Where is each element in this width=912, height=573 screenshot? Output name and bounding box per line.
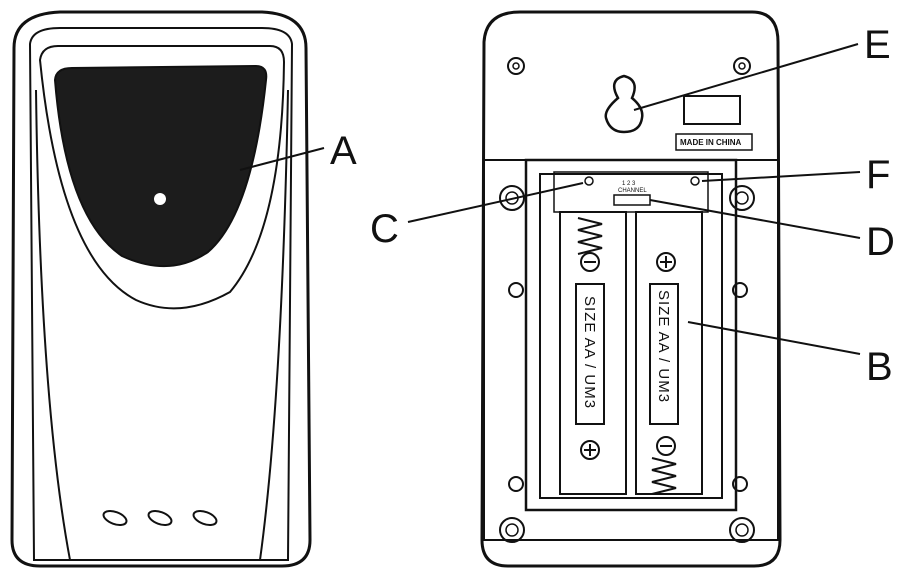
front-view (10, 10, 312, 568)
callout-line-e (633, 43, 859, 111)
front-right-curve (259, 89, 289, 561)
side-screw (732, 476, 748, 492)
mounting-screw (733, 57, 751, 75)
front-vent-slot (192, 510, 218, 526)
battery-spring-top (577, 217, 603, 255)
corner-screw-center (735, 191, 749, 205)
corner-screw (499, 185, 525, 211)
front-left-curve (35, 89, 71, 561)
led-indicator (154, 193, 166, 205)
callout-label-f: F (866, 153, 890, 197)
side-screw (508, 476, 524, 492)
battery-compartment-outer (524, 158, 738, 512)
keyhole-hanger (604, 74, 644, 134)
callout-line-b (687, 321, 861, 355)
corner-screw (729, 185, 755, 211)
polarity-minus-top (580, 252, 600, 272)
callout-label-b: B (866, 345, 893, 389)
battery-compartment-inner (539, 173, 723, 499)
callout-line-a (239, 147, 325, 171)
battery-label-box (575, 283, 605, 425)
callout-label-c: C (370, 207, 399, 251)
front-inner-panel (28, 27, 294, 561)
callout-label-d: D (866, 220, 895, 264)
made-in-box (675, 133, 753, 151)
mounting-screw-center (738, 62, 746, 70)
reset-button (584, 176, 594, 186)
channel-numbers: 1 2 3 (622, 181, 636, 187)
front-window-bezel (38, 45, 286, 310)
callout-line-f (701, 171, 861, 182)
polarity-minus-bottom (656, 436, 676, 456)
corner-screw-center (735, 523, 749, 537)
battery-spring-bottom (651, 457, 677, 495)
tx-indicator (690, 176, 700, 186)
mounting-screw (507, 57, 525, 75)
back-view (480, 10, 782, 568)
callout-line-d (649, 199, 861, 239)
front-vent-slot (147, 510, 173, 526)
corner-screw (729, 517, 755, 543)
mounting-screw-center (512, 62, 520, 70)
battery-label-box (649, 283, 679, 425)
channel-label: CHANNEL (618, 188, 647, 194)
callout-line-c (407, 182, 584, 223)
label-plate (683, 95, 741, 125)
callout-label-a: A (330, 129, 357, 173)
side-screw (732, 282, 748, 298)
sensor-window (53, 64, 268, 267)
channel-band (553, 171, 709, 213)
battery-bay (559, 211, 627, 495)
polarity-plus-top (656, 252, 676, 272)
side-screw (508, 282, 524, 298)
polarity-plus-bottom (580, 440, 600, 460)
battery-slot-label: SIZE AA / UM3 (581, 296, 598, 409)
made-in-label: MADE IN CHINA (680, 138, 742, 147)
corner-screw (499, 517, 525, 543)
battery-slot-label: SIZE AA / UM3 (655, 290, 672, 403)
callout-label-e: E (864, 23, 891, 67)
corner-screw-center (505, 523, 519, 537)
battery-bay (635, 211, 703, 495)
front-vent-slot (102, 510, 128, 526)
